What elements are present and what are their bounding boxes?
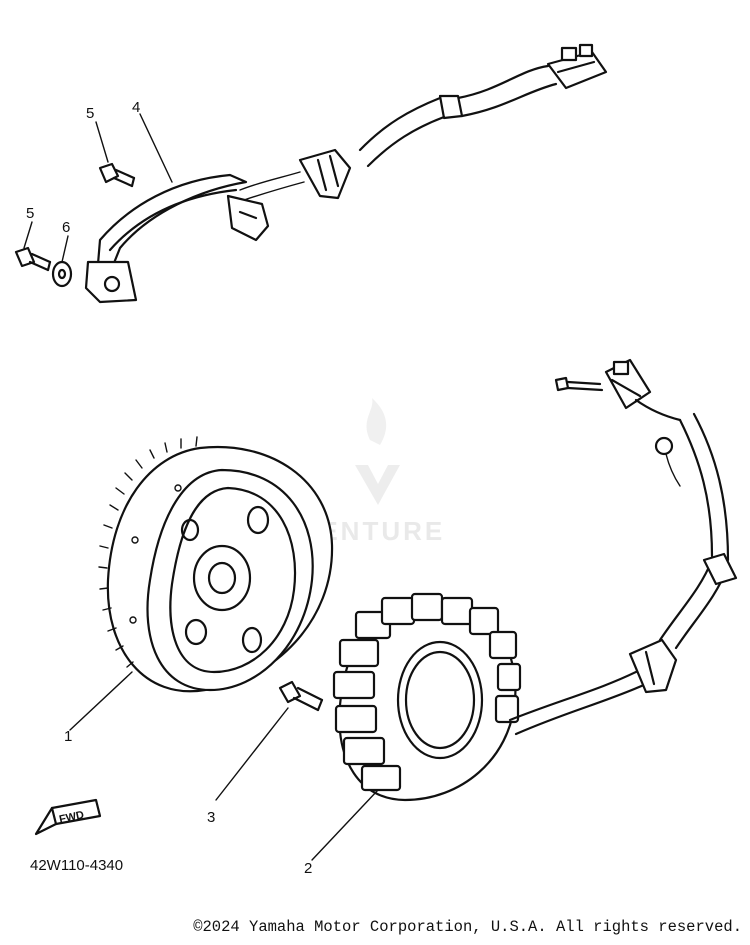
stator-connector-icon bbox=[604, 358, 652, 410]
fwd-label: FWD bbox=[58, 809, 85, 826]
screw-lower-icon bbox=[14, 246, 52, 272]
leader-line-4 bbox=[139, 113, 173, 183]
stator-coil-assembly bbox=[332, 358, 738, 802]
copyright-notice: ©2024 Yamaha Motor Corporation, U.S.A. A… bbox=[193, 918, 742, 936]
callout-1: 1 bbox=[64, 728, 72, 745]
leader-line-5-upper bbox=[95, 121, 109, 163]
bullet-connector-icon bbox=[554, 376, 604, 392]
leader-line-6 bbox=[61, 235, 69, 263]
leader-line-3 bbox=[215, 707, 289, 801]
pickup-coil-assembly bbox=[14, 43, 608, 304]
callout-5-lower: 5 bbox=[26, 205, 34, 222]
callout-4: 4 bbox=[132, 99, 140, 116]
drawing-code: 42W110-4340 bbox=[30, 857, 123, 874]
washer-icon bbox=[51, 260, 73, 288]
screw-upper-icon bbox=[98, 162, 136, 188]
leader-line-2 bbox=[311, 789, 379, 861]
leader-line-5-lower bbox=[23, 221, 33, 249]
callout-5-upper: 5 bbox=[86, 105, 94, 122]
fwd-arrow-icon bbox=[34, 798, 102, 836]
watermark-logo-icon bbox=[355, 398, 400, 505]
callout-6: 6 bbox=[62, 219, 70, 236]
leader-line-1 bbox=[69, 671, 133, 731]
callout-2: 2 bbox=[304, 860, 312, 877]
flywheel-rotor bbox=[98, 436, 334, 693]
pickup-connector-icon bbox=[546, 43, 608, 90]
stator-screw-icon bbox=[278, 680, 324, 712]
callout-3: 3 bbox=[207, 809, 215, 826]
